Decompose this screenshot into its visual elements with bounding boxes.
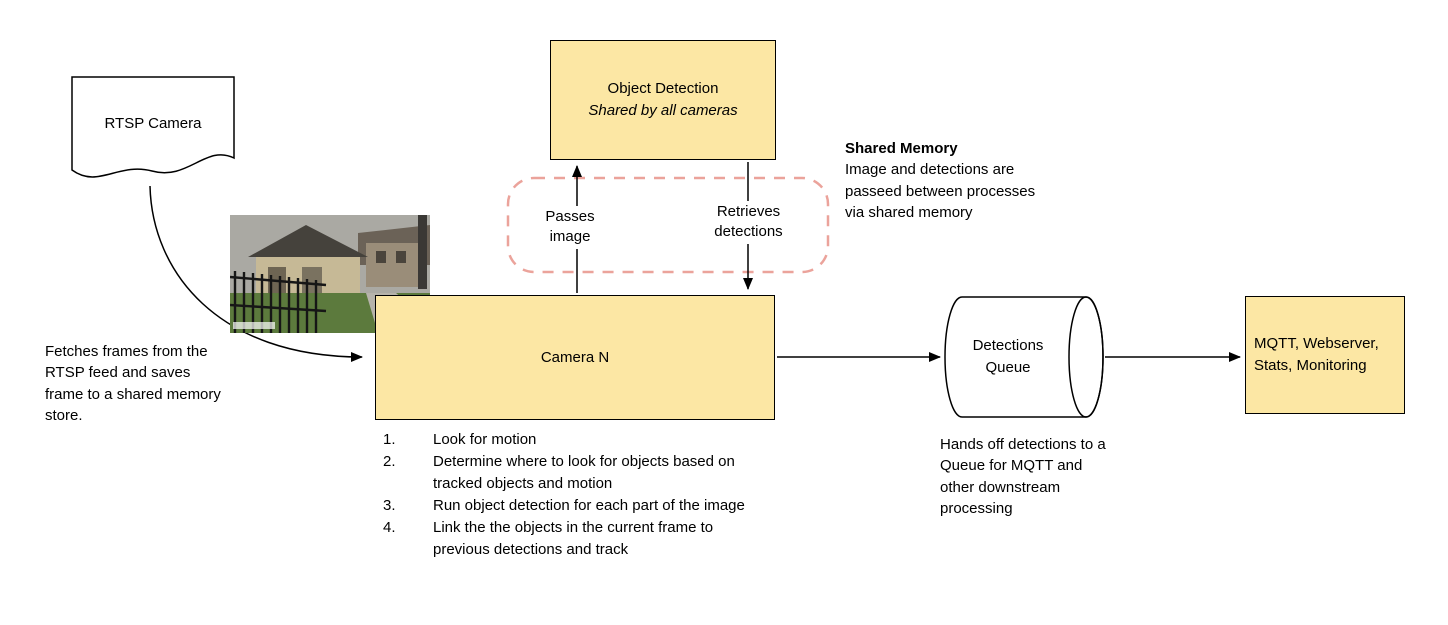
shed-roof [248, 225, 368, 257]
passes-image-label: Passes image [536, 206, 604, 249]
object-detection-title: Object Detection [607, 80, 719, 98]
object-detection-subtitle: Shared by all cameras [588, 102, 738, 119]
outputs-label: MQTT, Webserver, Stats, Monitoring [1254, 335, 1379, 374]
step-text: Link the the objects in the current fram… [433, 519, 714, 559]
step-row: 2. Determine where to look for objects b… [383, 451, 745, 495]
step-number: 2. [383, 453, 396, 471]
rtsp-to-camera-arrow [149, 185, 363, 362]
step-row: 4. Link the the objects in the current f… [383, 517, 745, 561]
fetch-frames-note: Fetches frames from the RTSP feed and sa… [45, 343, 221, 424]
step-row: 3. Run object detection for each part of… [383, 495, 745, 517]
step-text: Look for motion [433, 431, 537, 448]
camera-frame-image [230, 215, 430, 333]
camera-n-label: Camera N [540, 348, 610, 366]
detections-queue-label: Detections Queue [972, 337, 1044, 376]
timestamp-overlay [233, 322, 275, 329]
step-text: Run object detection for each part of th… [433, 497, 745, 515]
retrieves-detections-label: Retrieves detections [703, 201, 794, 244]
step-number: 3. [383, 497, 396, 515]
camera-n-box: Camera N [375, 295, 775, 420]
rtsp-camera-label: RTSP Camera [104, 114, 202, 132]
step-number: 4. [383, 519, 396, 537]
outputs-box: MQTT, Webserver, Stats, Monitoring [1245, 296, 1405, 414]
porch-post [418, 215, 427, 289]
shared-memory-body: Image and detections are passeed between… [845, 161, 1036, 221]
detections-queue-end-cap [1068, 296, 1104, 418]
shared-memory-dashed-region [506, 176, 830, 274]
camera-n-steps: 1. Look for motion 2. Determine where to… [383, 429, 745, 561]
object-detection-box: Object Detection Shared by all cameras [550, 40, 776, 160]
background-house-wall [366, 243, 424, 287]
step-number: 1. [383, 431, 396, 448]
shared-memory-title: Shared Memory [845, 140, 958, 157]
rtsp-camera-shape [71, 76, 235, 178]
step-row: 1. Look for motion [383, 429, 745, 451]
shared-memory-note: Shared Memory Image and detections are p… [845, 138, 1045, 223]
step-text: Determine where to look for objects base… [433, 453, 735, 493]
queue-handoff-note: Hands off detections to a Queue for MQTT… [940, 436, 1106, 517]
